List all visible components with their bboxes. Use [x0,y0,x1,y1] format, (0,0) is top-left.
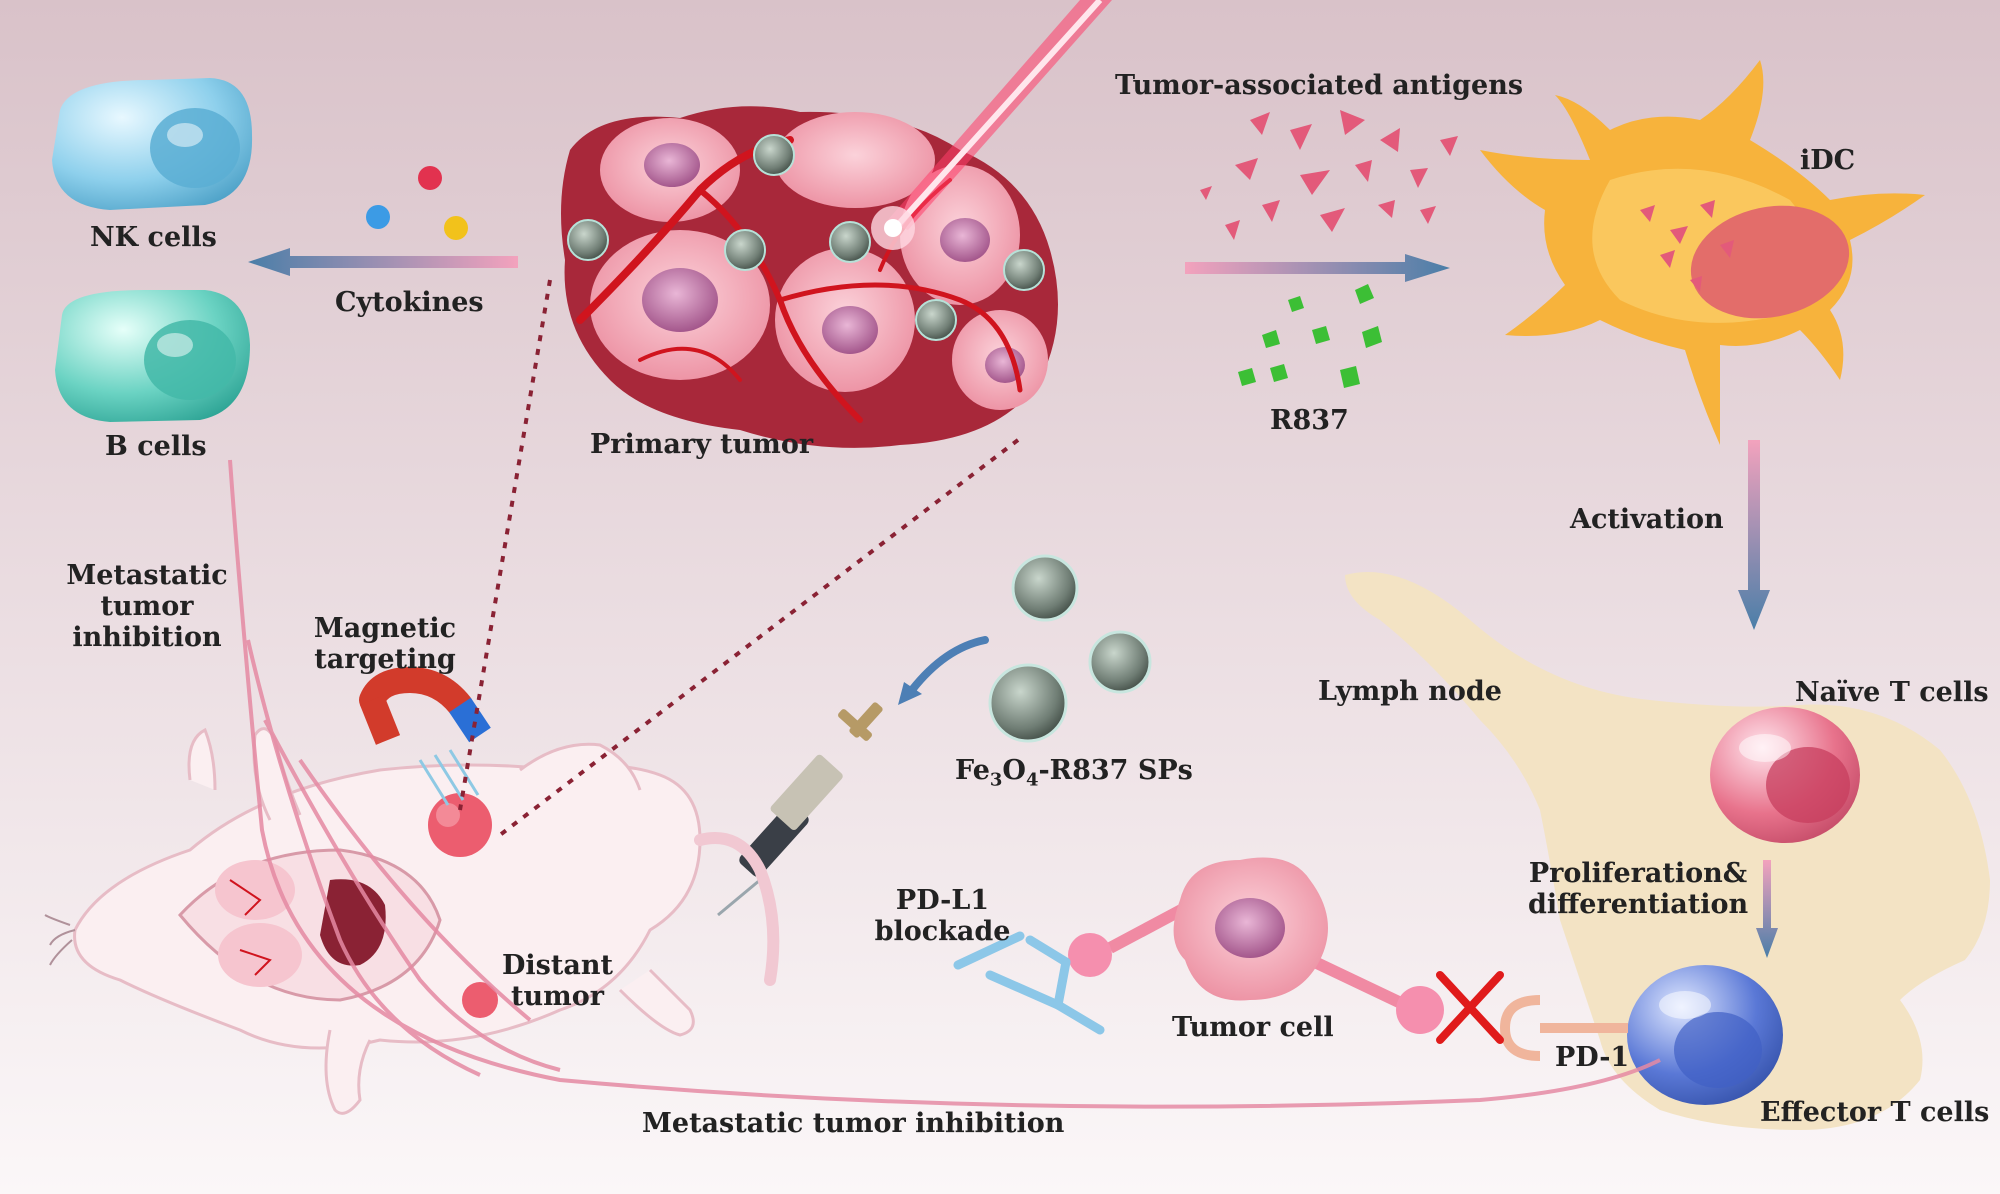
distant-tumor-label: Distant tumor [485,950,630,1012]
nanoparticle-sub-4: 4 [1025,769,1039,791]
nanoparticle-rest: -R837 SPs [1038,755,1193,786]
r837-crystals [1238,284,1382,388]
metastatic-left-line-1: Metastatic [66,560,228,591]
distant-line-1: Distant [502,950,613,981]
proliferation-line-1: Proliferation& [1528,858,1748,889]
pd1-label: PD-1 [1555,1042,1630,1073]
metastatic-bottom-label: Metastatic tumor inhibition [642,1108,1065,1139]
activation-label: Activation [1570,504,1724,535]
b-cells-label: B cells [105,431,207,462]
distant-line-2: tumor [511,981,604,1013]
magnetic-line-2: targeting [314,644,456,676]
antibody-icon [953,931,1105,1035]
idc-label: iDC [1800,145,1856,176]
cytokines-label: Cytokines [335,287,484,318]
nanoparticle-sub-3: 3 [989,769,1003,791]
nk-cell-illustration [52,78,253,210]
naive-t-cell-illustration [1710,707,1860,843]
b-cell-illustration [55,290,250,422]
nanoparticle-cluster [988,554,1152,743]
nanoparticle-o: O [1002,755,1026,786]
r837-label: R837 [1270,405,1349,436]
idc-illustration [1480,60,1925,445]
magnetic-line-1: Magnetic [313,613,457,644]
lymph-node-illustration [1345,572,1990,1130]
lymph-node-label: Lymph node [1318,676,1502,707]
primary-tumor-label: Primary tumor [590,429,814,460]
naive-t-cells-label: Naïve T cells [1795,677,1989,708]
cross-icon [1436,971,1504,1044]
pdl1-line-2: blockade [874,916,1011,948]
tumor-cell-label: Tumor cell [1172,1012,1334,1043]
laser-beam [871,0,1112,250]
proliferation-label: Proliferation& differentiation [1528,858,1748,920]
mouse-illustration [44,727,780,1115]
nanoparticle-fe: Fe [955,755,990,786]
metastatic-left-line-2: tumor [100,591,194,623]
effector-t-cells-label: Effector T cells [1760,1097,1990,1128]
pdl1-line-1: PD-L1 [895,885,990,916]
nk-cells-label: NK cells [90,222,217,253]
metastatic-left-label: Metastatic tumor inhibition [62,560,232,653]
effector-t-cell-illustration [1627,965,1783,1105]
tumor-antigens-label: Tumor-associated antigens [1115,70,1524,101]
magnetic-targeting-label: Magnetic targeting [300,613,470,675]
tumor-cell-illustration [1173,857,1328,1001]
metastatic-left-line-3: inhibition [72,622,222,654]
magnet-icon [359,666,491,806]
nanoparticle-label: Fe3O4-R837 SPs [955,755,1193,791]
antigen-fragments [1200,110,1458,240]
proliferation-line-2: differentiation [1528,889,1749,921]
pdl1-blockade-label: PD-L1 blockade [870,885,1015,947]
